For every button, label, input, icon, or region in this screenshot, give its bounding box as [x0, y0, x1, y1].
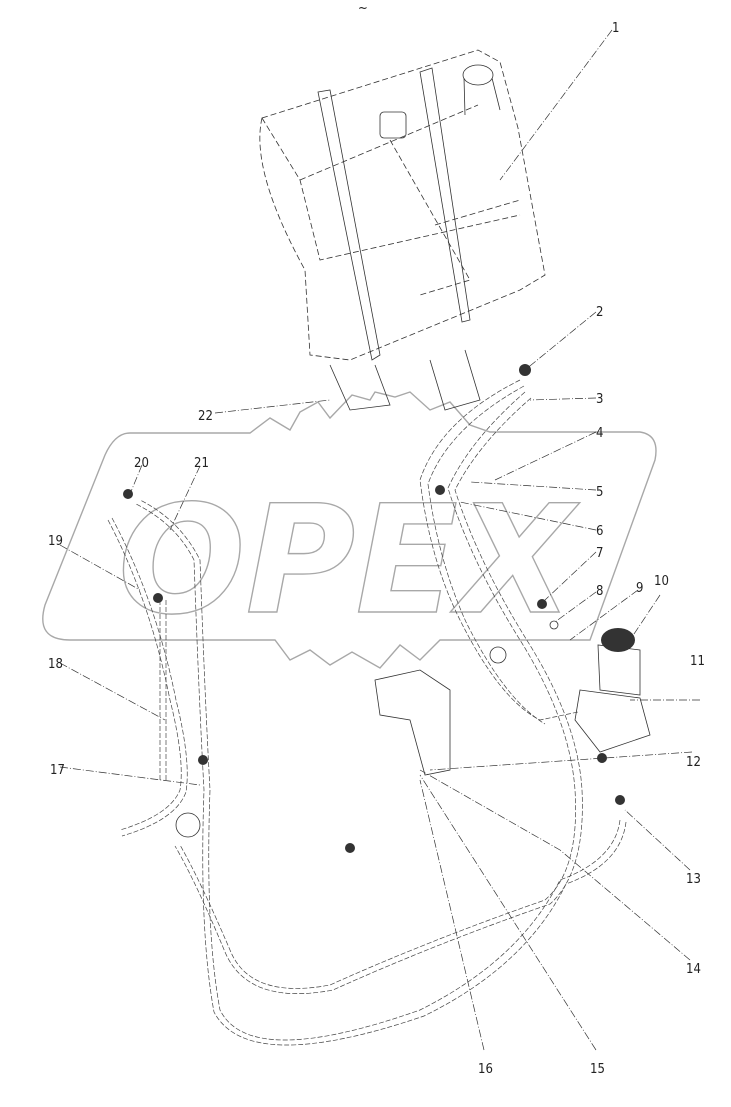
callout-6: 6	[596, 524, 603, 539]
callout-7: 7	[596, 546, 603, 561]
fuel-tank	[259, 49, 546, 411]
callout-21: 21	[194, 456, 209, 471]
callout-11: 11	[690, 654, 705, 669]
callout-12: 12	[686, 755, 701, 770]
callout-19: 19	[48, 534, 63, 549]
callout-13: 13	[686, 872, 701, 887]
watermark-logo: OPEX	[42, 391, 657, 669]
callout-4: 4	[596, 426, 603, 441]
fuel-filter-assembly	[123, 364, 651, 853]
header-mark: ~	[358, 1, 368, 16]
callout-18: 18	[48, 657, 63, 672]
leader-lines	[59, 29, 700, 1051]
callout-22: 22	[198, 409, 213, 424]
watermark-text: OPEX	[118, 474, 580, 648]
callout-10: 10	[654, 574, 669, 589]
callout-1: 1	[612, 21, 619, 36]
fuel-hoses	[107, 379, 627, 1046]
callout-2: 2	[596, 305, 603, 320]
callout-9: 9	[636, 581, 643, 596]
callout-labels: 1 2 3 4 5 6 7 8 9 10 11 12 13 14 15 16 1…	[48, 21, 705, 1077]
callout-3: 3	[596, 392, 603, 407]
callout-20: 20	[134, 456, 149, 471]
callout-16: 16	[478, 1062, 493, 1077]
callout-15: 15	[590, 1062, 605, 1077]
callout-8: 8	[596, 584, 603, 599]
callout-17: 17	[50, 763, 65, 778]
callout-5: 5	[596, 485, 603, 500]
callout-14: 14	[686, 962, 701, 977]
